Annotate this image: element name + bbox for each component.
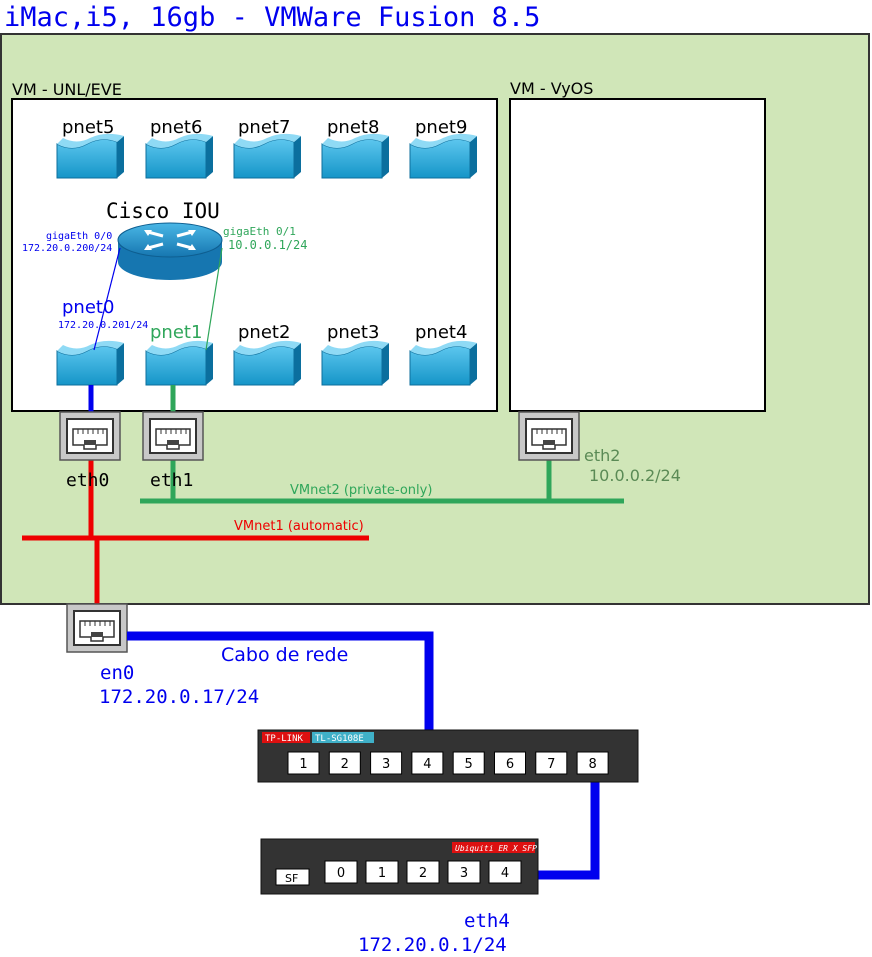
vm-vyos-label: VM - VyOS [510,79,593,98]
pnet2-cloud [233,340,302,386]
page-title: iMac,i5, 16gb - VMWare Fusion 8.5 [4,2,540,33]
erx-port-0 [324,860,358,884]
erx-port-4 [488,860,522,884]
pnet7-label: pnet7 [238,117,290,138]
pnet8-cloud [321,133,390,179]
erx-port-label: 1 [378,866,386,881]
pnet2-label: pnet2 [238,322,290,343]
eth4-label: eth4 [464,910,510,932]
pnet4-label: pnet4 [415,322,467,343]
eth2-port-icon [518,411,580,461]
switch-port-8 [576,751,609,775]
router-ip-right: 10.0.0.1/24 [228,238,307,252]
pnet1-label: pnet1 [150,322,202,343]
uplink-cable [526,776,600,880]
router-if-right: gigaEth 0/1 [223,225,296,238]
switch-port-2 [328,751,361,775]
pnet6-cloud [145,133,214,179]
network-cable [127,631,434,752]
erx-sfp-port: SF [285,872,298,885]
tplink-brand: TP-LINK [265,734,304,744]
switch-port-5 [452,751,485,775]
switch-port-3 [370,751,403,775]
erx-ports: 0 1 2 3 4 [324,860,522,884]
vmnet1-label: VMnet1 (automatic) [234,519,364,534]
pnet6-label: pnet6 [150,117,202,138]
switch-port-label: 8 [588,757,596,772]
en0-label: en0 [100,662,134,684]
eth0-port-icon [59,411,121,461]
en0-port-icon [66,603,128,653]
tplink-model: TL-SG108E [315,734,364,744]
pnet0-ip: 172.20.0.201/24 [58,320,148,331]
eth1-port-icon [142,411,204,461]
pnet0-label: pnet0 [62,297,114,318]
router-if-left: gigaEth 0/0 [46,231,112,242]
pnet7-cloud [233,133,302,179]
tplink-switch [257,729,639,783]
erx-port-2 [406,860,440,884]
switch-port-label: 1 [299,757,307,772]
pnet8-label: pnet8 [327,117,379,138]
switch-port-label: 7 [547,757,555,772]
router-ip-left: 172.20.0.200/24 [22,243,112,254]
erx-port-label: 3 [460,866,468,881]
link-router-pnet0 [93,247,121,351]
switch-port-label: 6 [506,757,514,772]
eth0-label: eth0 [66,470,109,491]
cable-label: Cabo de rede [221,644,348,666]
switch-port-label: 5 [465,757,473,772]
pnet1-cloud [145,340,214,386]
erx-port-label: 2 [419,866,427,881]
erx-port-3 [447,860,481,884]
switch-port-label: 4 [423,757,431,772]
pnet9-cloud [409,133,478,179]
vm-unl-label: VM - UNL/EVE [12,80,122,99]
erx-port-label: 0 [337,866,345,881]
eth1-label: eth1 [150,470,193,491]
switch-port-label: 3 [382,757,390,772]
link-router-pnet1 [205,247,223,351]
erx-port-1 [365,860,399,884]
cisco-iou-router-icon [117,222,223,280]
pnet5-label: pnet5 [62,117,114,138]
vmnet2-label: VMnet2 (private-only) [290,483,432,498]
pnet3-cloud [321,340,390,386]
switch-port-label: 2 [341,757,349,772]
erx-brand: Ubiquiti ER X SFP [455,844,537,853]
switch-port-1 [287,751,320,775]
switch-port-6 [494,751,526,775]
en0-ip: 172.20.0.17/24 [99,686,259,708]
cisco-iou-label: Cisco IOU [106,199,220,223]
eth2-label: eth2 [584,446,620,465]
pnet9-label: pnet9 [415,117,467,138]
pnet4-cloud [409,340,478,386]
eth4-ip: 172.20.0.1/24 [358,934,507,956]
vm-vyos-box [509,98,766,412]
erx-port-label: 4 [501,866,509,881]
eth2-ip: 10.0.0.2/24 [589,466,681,485]
pnet3-label: pnet3 [327,322,379,343]
switch-port-4 [411,751,444,775]
switch-port-7 [535,751,568,775]
pnet5-cloud [56,133,125,179]
switch-ports: 1 2 3 4 5 6 7 8 [287,751,609,775]
pnet0-cloud [56,340,125,386]
